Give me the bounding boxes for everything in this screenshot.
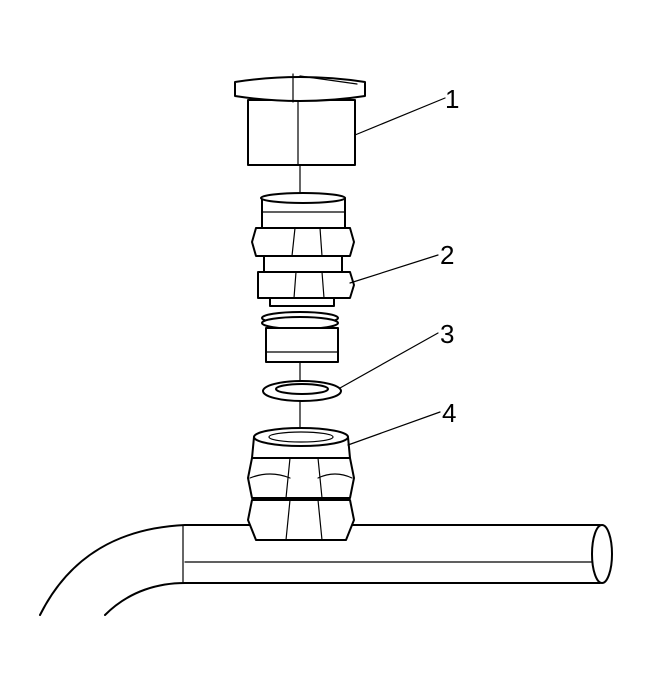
part-3-washer <box>262 380 342 402</box>
part-2-valve-body <box>251 192 355 363</box>
callout-3: 3 <box>440 319 454 349</box>
callout-2: 2 <box>440 240 454 270</box>
callout-4: 4 <box>442 398 456 428</box>
part-1-cap <box>234 73 366 166</box>
leader-lines <box>339 97 446 446</box>
part-4-base-fitting <box>247 427 355 541</box>
callout-1: 1 <box>445 84 459 114</box>
